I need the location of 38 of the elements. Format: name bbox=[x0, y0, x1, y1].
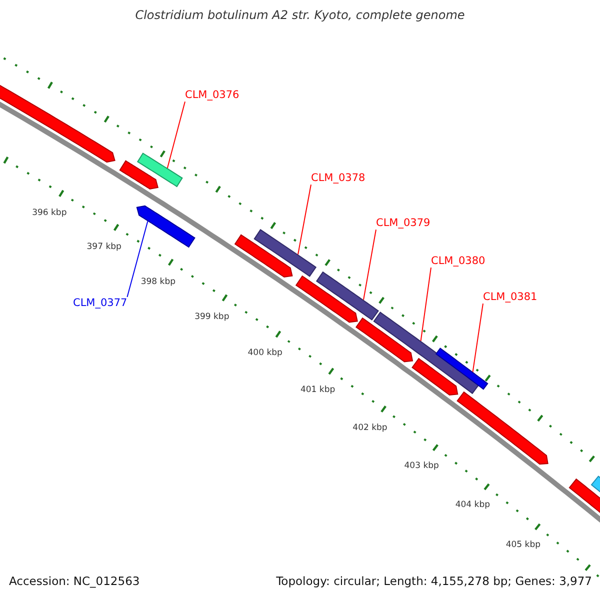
title: Clostridium botulinum A2 str. Kyoto, complete genome bbox=[134, 8, 466, 22]
leader-line bbox=[420, 267, 432, 342]
gene-feature bbox=[456, 391, 548, 465]
gene-label: CLM_0378 bbox=[311, 172, 366, 185]
gene-feature bbox=[373, 312, 480, 394]
scale-label: 401 kbp bbox=[300, 384, 336, 396]
scale-label: 403 kbp bbox=[404, 460, 439, 472]
gene-feature bbox=[435, 348, 488, 390]
gene-feature bbox=[295, 275, 358, 323]
leader-line bbox=[126, 220, 148, 298]
gene-feature bbox=[355, 317, 414, 362]
scale-label: 405 kbp bbox=[506, 540, 540, 550]
gene-feature bbox=[412, 358, 458, 396]
gene-feature bbox=[0, 84, 116, 163]
scale-label: 400 kbp bbox=[248, 348, 282, 358]
gene-label: CLM_0379 bbox=[376, 217, 430, 230]
gene-feature bbox=[234, 234, 293, 278]
gene-feature bbox=[316, 271, 379, 321]
scale-label: 396 kbp bbox=[32, 208, 67, 218]
genome-info-note: Topology: circular; Length: 4,155,278 bp; Genes: 3,977 bbox=[276, 575, 592, 589]
leader-line bbox=[472, 303, 484, 372]
scale-label: 398 kbp bbox=[140, 276, 176, 287]
gene-label: CLM_0380 bbox=[431, 255, 486, 268]
leader-line bbox=[166, 101, 186, 169]
gene-feature bbox=[136, 152, 183, 188]
scale-label: 399 kbp bbox=[194, 312, 230, 322]
gene-feature bbox=[119, 160, 159, 190]
scale-label: 402 kbp bbox=[352, 422, 388, 433]
leader-line bbox=[363, 229, 376, 300]
scale-label: 397 kbp bbox=[86, 242, 122, 252]
gene-label: CLM_0381 bbox=[483, 291, 538, 304]
leader-line bbox=[298, 184, 312, 255]
gene-label: CLM_0377 bbox=[73, 297, 128, 310]
gene-label: CLM_0376 bbox=[185, 89, 240, 102]
scale-label: 404 kbp bbox=[455, 500, 490, 510]
accession-note: Accession: NC_012563 bbox=[9, 575, 140, 589]
gene-feature bbox=[254, 229, 317, 277]
gene-feature bbox=[136, 205, 196, 248]
